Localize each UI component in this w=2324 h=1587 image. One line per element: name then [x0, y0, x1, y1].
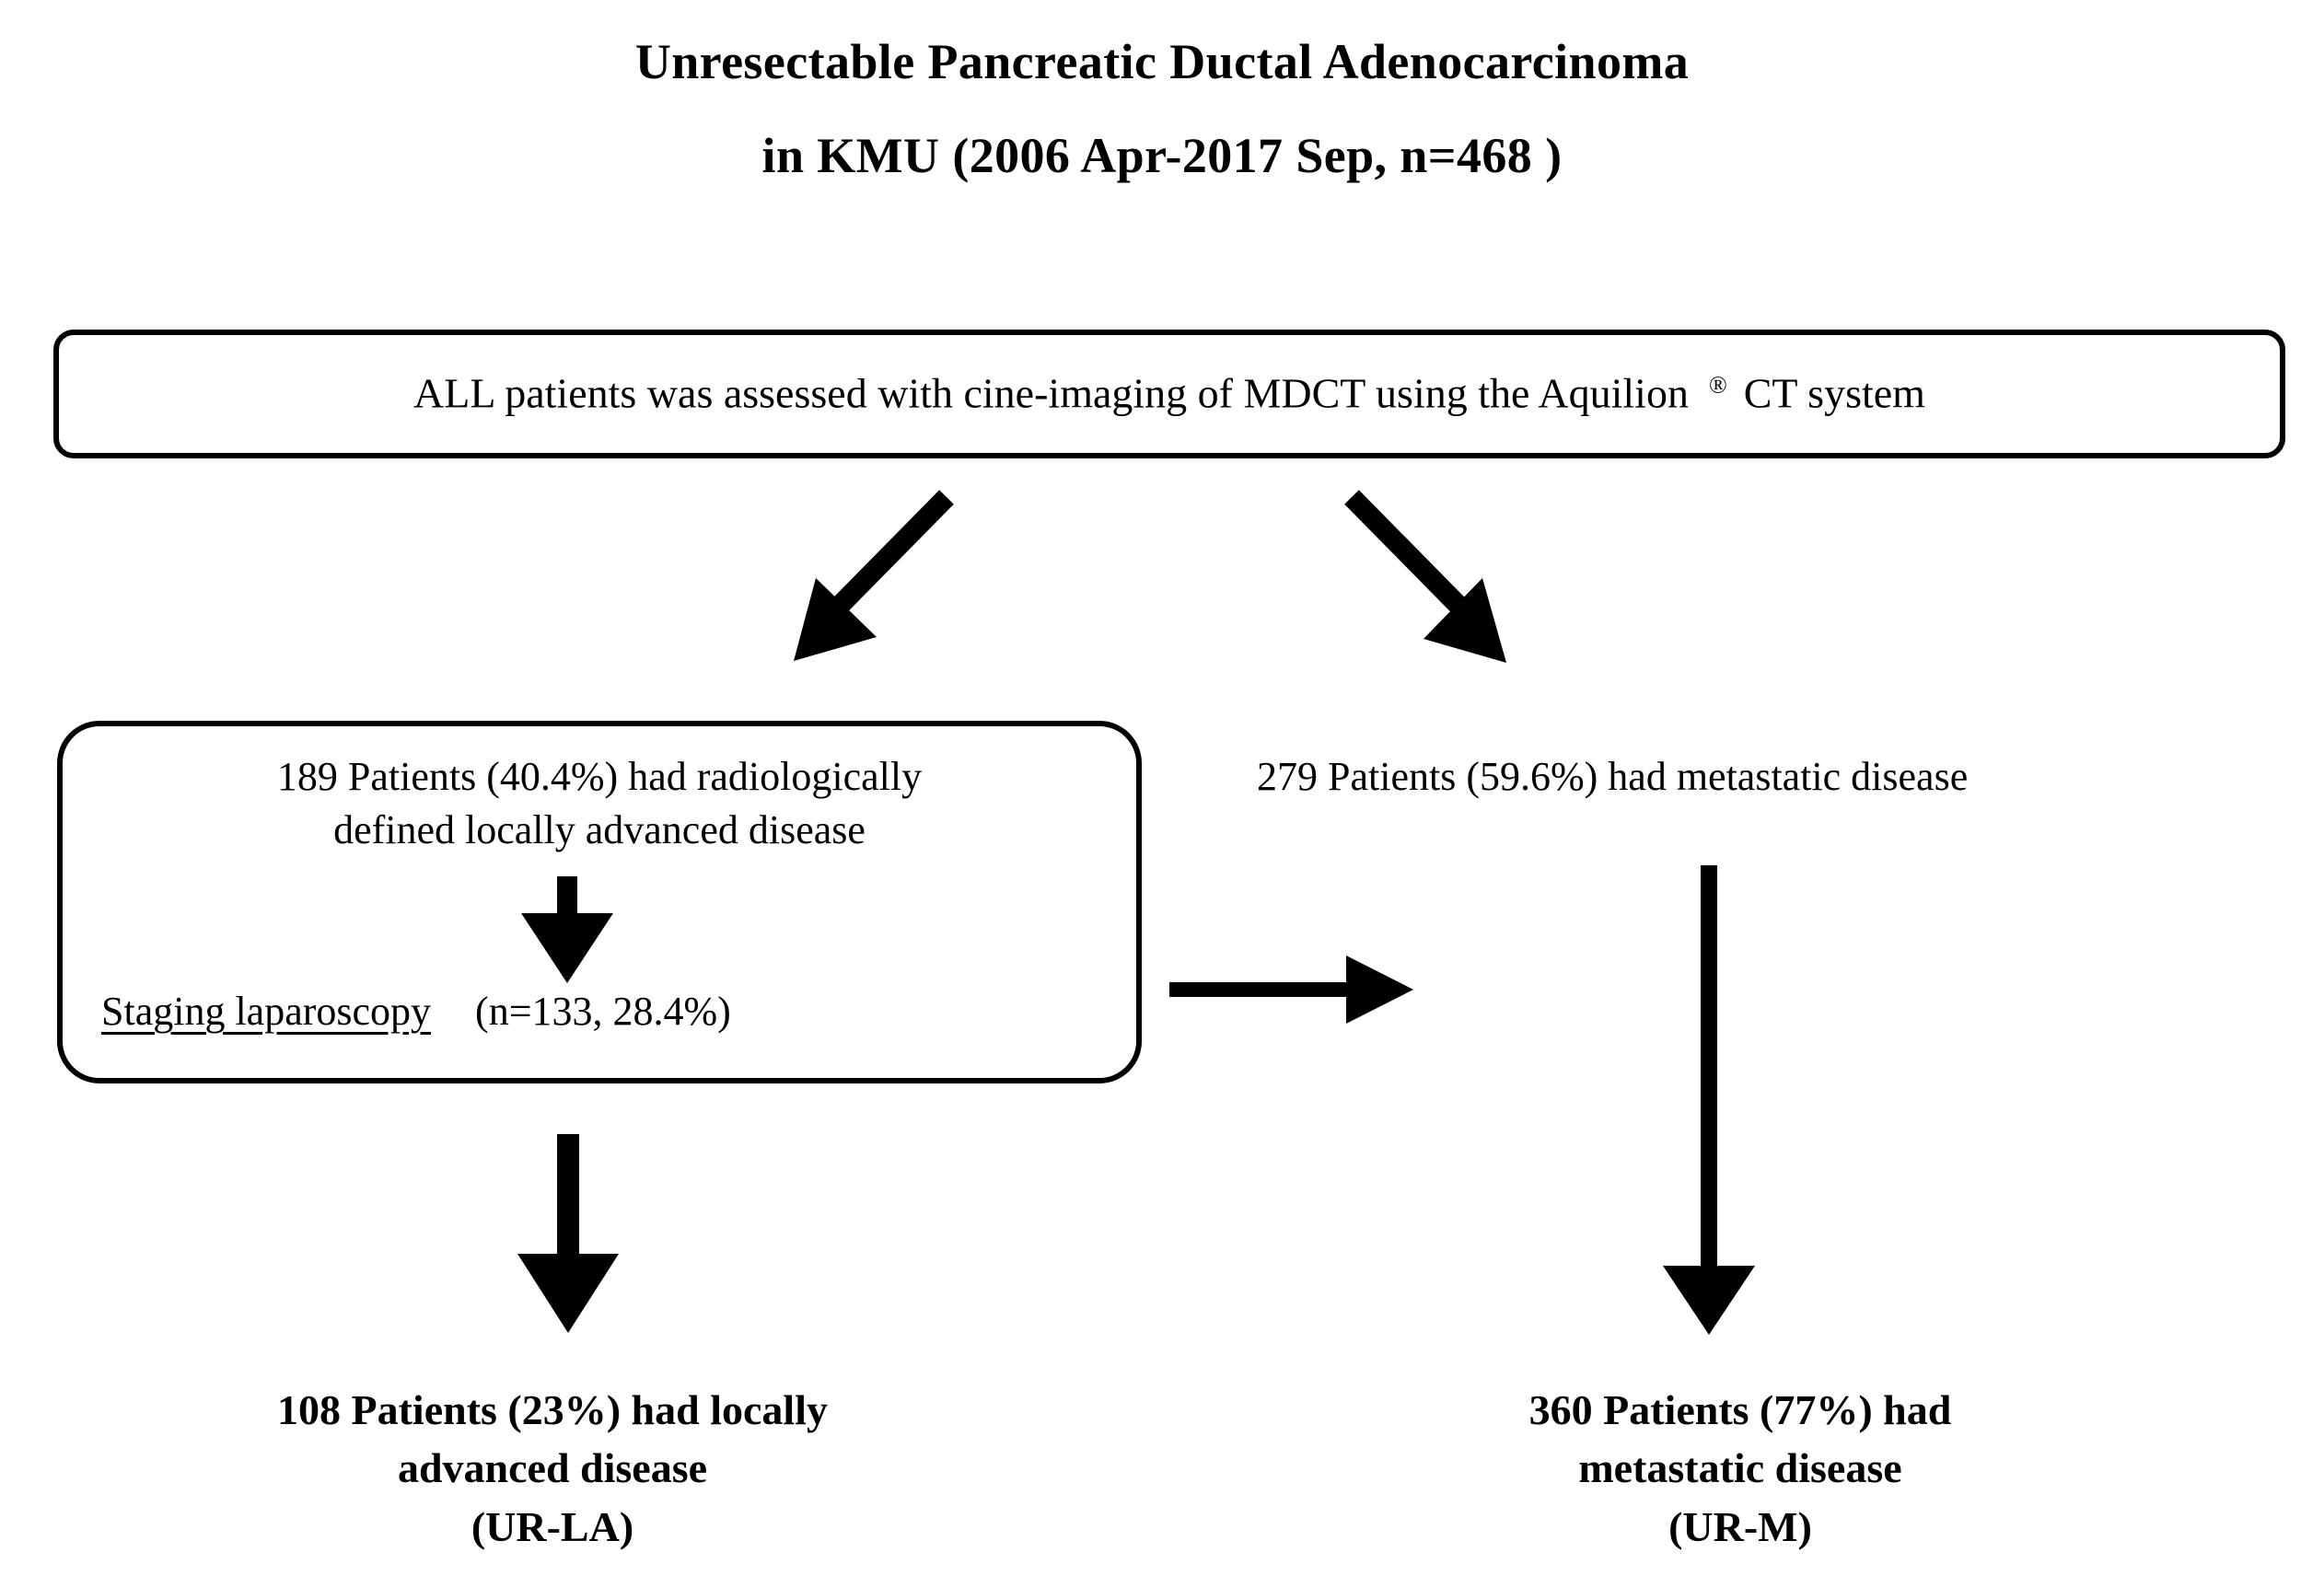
- outcome-ur-m-line-1: 360 Patients (77%) had: [1528, 1386, 1952, 1433]
- locally-advanced-line-1: 189 Patients (40.4%) had radiologically: [276, 754, 923, 799]
- page-title: Unresectable Pancreatic Ductal Adenocarc…: [0, 37, 2324, 180]
- locally-advanced-line-2: defined locally advanced disease: [333, 807, 866, 852]
- arrow-la-to-ur-la: [517, 1134, 619, 1333]
- staging-laparoscopy-label: Staging laparoscopy: [101, 989, 432, 1034]
- arrow-assessment-to-metastatic: [1344, 490, 1506, 663]
- outcome-ur-la-line-2: advanced disease: [397, 1444, 708, 1492]
- assessment-box-text: ALL patients was assessed with cine-imag…: [59, 370, 2280, 419]
- outcome-ur-la: 108 Patients (23%) had locally advanced …: [55, 1381, 1050, 1556]
- staging-laparoscopy-row: Staging laparoscopy (n=133, 28.4%): [101, 988, 1114, 1035]
- outcome-ur-la-line-3: (UR-LA): [471, 1502, 634, 1550]
- outcome-ur-m-line-2: metastatic disease: [1578, 1444, 1902, 1492]
- outcome-ur-m-line-3: (UR-M): [1668, 1502, 1812, 1550]
- arrow-metastatic-to-ur-m: [1663, 865, 1755, 1335]
- metastatic-branch-label: 279 Patients (59.6%) had metastatic dise…: [1257, 754, 1969, 799]
- assessment-text-before: ALL patients was assessed with cine-imag…: [413, 369, 1689, 417]
- title-line-2: in KMU (2006 Apr-2017 Sep, n=468 ): [761, 128, 1563, 183]
- outcome-ur-la-line-1: 108 Patients (23%) had locally: [277, 1386, 828, 1433]
- assessment-box: ALL patients was assessed with cine-imag…: [53, 330, 2285, 458]
- assessment-text-after: CT system: [1743, 369, 1925, 417]
- locally-advanced-box: [57, 721, 1142, 1083]
- outcome-ur-m: 360 Patients (77%) had metastatic diseas…: [1280, 1381, 2201, 1556]
- staging-laparoscopy-count: (n=133, 28.4%): [475, 989, 731, 1034]
- registered-trademark-icon: ®: [1708, 371, 1727, 399]
- arrow-staging-to-metastatic-column: [1169, 956, 1413, 1024]
- title-line-1: Unresectable Pancreatic Ductal Adenocarc…: [634, 34, 1690, 89]
- arrow-assessment-to-locally-advanced: [794, 490, 954, 661]
